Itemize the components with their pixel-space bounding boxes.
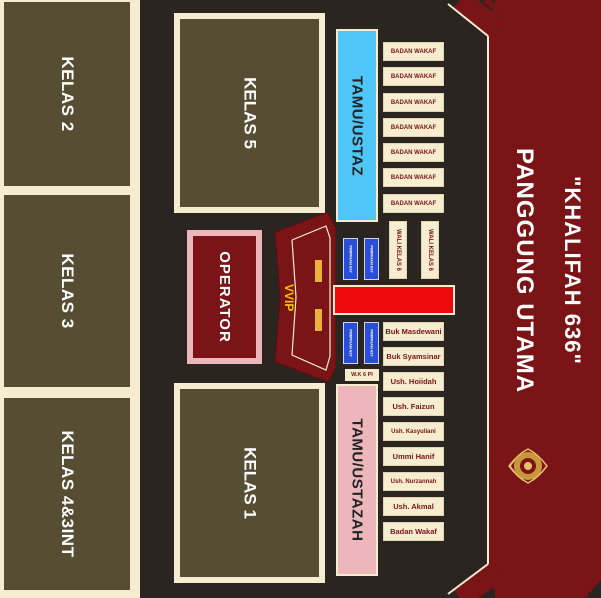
seat-named: Badan Wakaf — [383, 522, 444, 541]
seat-label: WALI KELAS 6 — [395, 228, 401, 272]
zone-tamu-ustaz: TAMU/USTAZ — [336, 29, 378, 222]
seat-named: Ush. Nurzannah — [383, 472, 444, 491]
seat-pimpinan: PIMPINAN 637 — [343, 238, 358, 280]
seat-pimpinan: PIMPINAN 637 — [343, 322, 358, 364]
seat-named: Ush. Hoiidah — [383, 372, 444, 391]
seat-badan-wakaf: BADAN WAKAF — [383, 93, 444, 112]
operator-booth: OPERATOR — [187, 230, 262, 364]
seat-label: PIMPINAN 637 — [348, 329, 354, 357]
room-label: KELAS 2 — [58, 56, 77, 132]
vvip-label-wrap: VVIP — [281, 279, 297, 319]
room-label: KELAS 3 — [58, 253, 77, 329]
seat-label: PIMPINAN 637 — [369, 245, 375, 273]
seat-badan-wakaf: BADAN WAKAF — [383, 194, 444, 213]
vvip-seat — [315, 309, 322, 331]
room-kelas-3: KELAS 3 — [4, 195, 130, 387]
red-table — [333, 285, 455, 315]
ornament-icon — [508, 448, 548, 484]
room-label: KELAS 1 — [240, 447, 260, 519]
left-column: KELAS 2 KELAS 3 KELAS 4&3INT — [0, 0, 140, 598]
room-kelas-5: KELAS 5 — [174, 13, 325, 213]
operator-label: OPERATOR — [216, 251, 233, 343]
zone-label: TAMU/USTAZ — [348, 75, 366, 176]
seat-pimpinan: PIMPINAN 637 — [364, 238, 379, 280]
seat-label: PIMPINAN 637 — [369, 329, 375, 357]
stage-title-wrap: "KHALIFAH 636" — [557, 170, 593, 430]
seat-named: Ummi Hanif — [383, 447, 444, 466]
seat-named: Ush. Kasyuliani — [383, 422, 444, 441]
seat-badan-wakaf: BADAN WAKAF — [383, 168, 444, 187]
seat-wali-kelas-6: WALI KELAS 6 — [421, 221, 439, 279]
room-kelas-2: KELAS 2 — [4, 2, 130, 186]
room-label: KELAS 5 — [240, 77, 260, 149]
room-kelas-1: KELAS 1 — [174, 383, 325, 583]
seat-named: Buk Masdewani — [383, 322, 444, 341]
zone-label: TAMU/USTAZAH — [348, 418, 366, 542]
zone-tamu-ustazah: TAMU/USTAZAH — [336, 384, 378, 576]
seat-named: Ush. Akmal — [383, 497, 444, 516]
seat-wk-6-pi: W.K 6 PI — [345, 369, 379, 381]
seat-named: Ush. Faizun — [383, 397, 444, 416]
seat-wali-kelas-6: WALI KELAS 6 — [389, 221, 407, 279]
room-kelas-4-3int: KELAS 4&3INT — [4, 398, 130, 590]
seat-badan-wakaf: BADAN WAKAF — [383, 118, 444, 137]
room-label: KELAS 4&3INT — [58, 430, 77, 558]
seat-label: PIMPINAN 637 — [348, 245, 354, 273]
stage-subtitle-wrap: PANGGUNG UTAMA — [506, 140, 546, 450]
stage-outline — [447, 0, 601, 598]
seat-label: WALI KELAS 6 — [427, 228, 433, 272]
seat-badan-wakaf: BADAN WAKAF — [383, 143, 444, 162]
seat-badan-wakaf: BADAN WAKAF — [383, 67, 444, 86]
seat-named: Buk Syamsinar — [383, 347, 444, 366]
stage-title: "KHALIFAH 636" — [560, 176, 585, 365]
stage-subtitle: PANGGUNG UTAMA — [511, 148, 538, 394]
vvip-area — [274, 211, 336, 383]
vvip-label: VVIP — [282, 284, 296, 312]
seat-pimpinan: PIMPINAN 637 — [364, 322, 379, 364]
vvip-seat — [315, 260, 322, 282]
seat-badan-wakaf: BADAN WAKAF — [383, 42, 444, 61]
